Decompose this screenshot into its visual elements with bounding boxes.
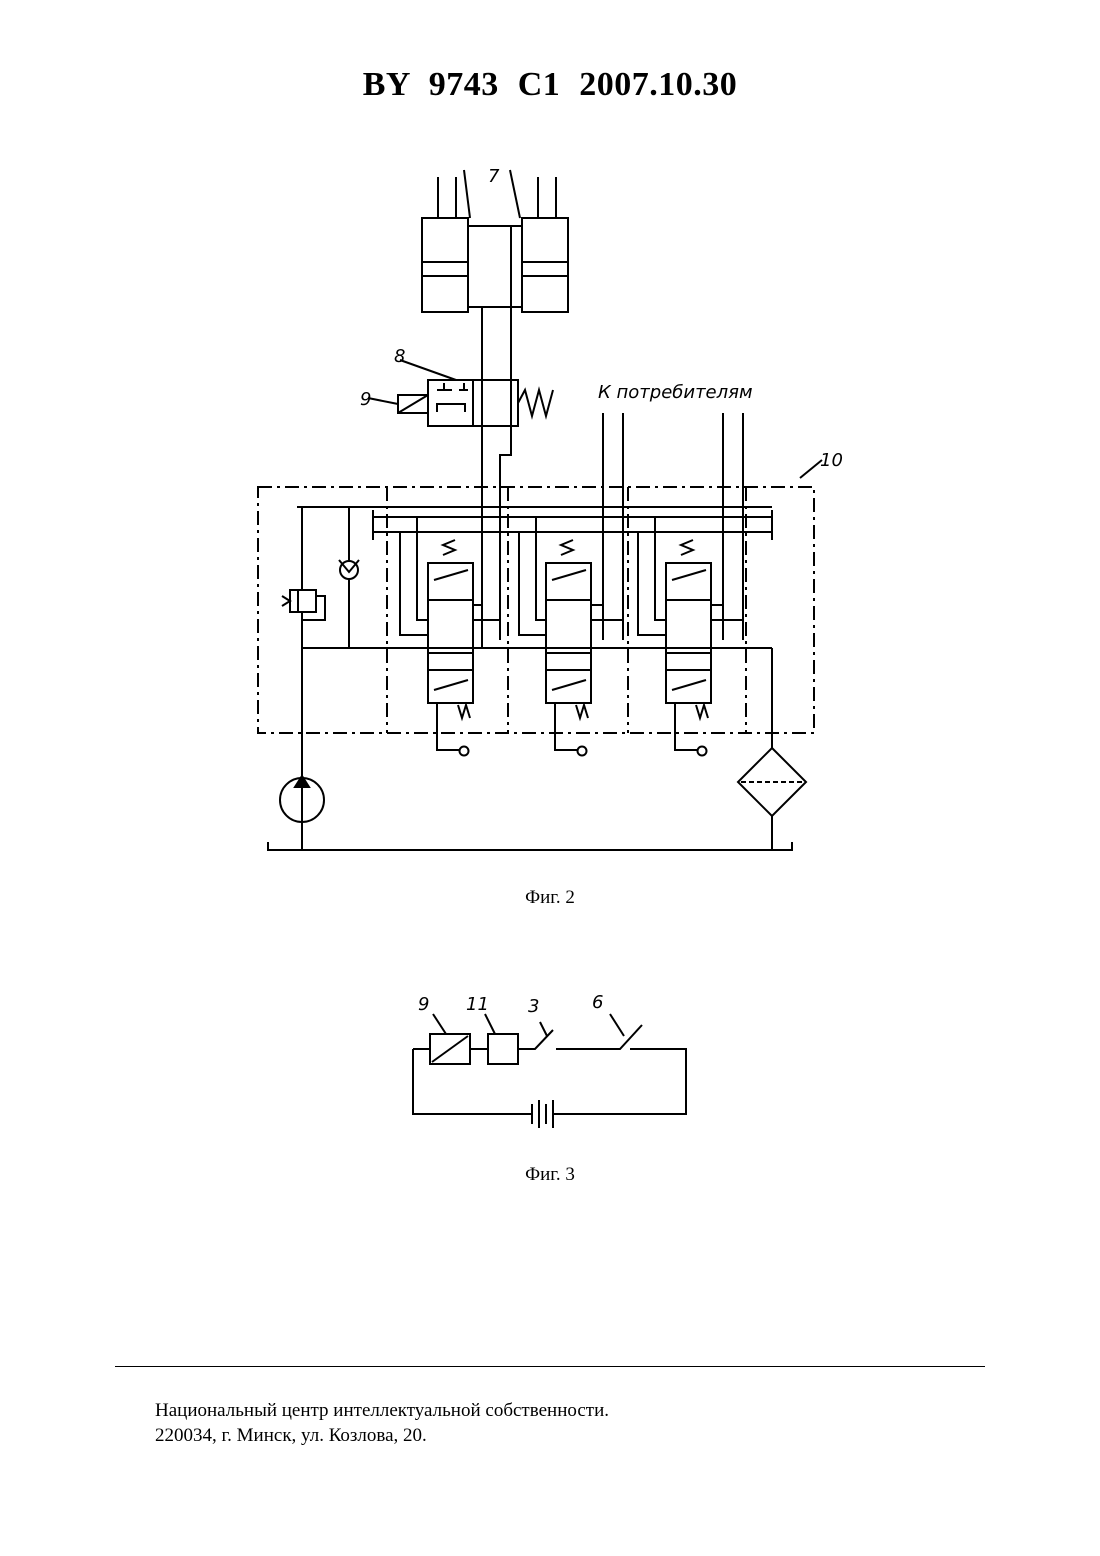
label-3: 3	[528, 996, 539, 1017]
footer-divider	[115, 1366, 985, 1367]
footer-line-1: Национальный центр интеллектуальной собс…	[155, 1398, 609, 1423]
figure-3-caption: Фиг. 3	[0, 1164, 1100, 1186]
label-6: 6	[592, 992, 603, 1013]
label-11: 11	[466, 994, 489, 1015]
label-9-fig3: 9	[418, 994, 429, 1015]
footer-line-2: 220034, г. Минск, ул. Козлова, 20.	[155, 1423, 609, 1448]
footer: Национальный центр интеллектуальной собс…	[155, 1398, 609, 1448]
